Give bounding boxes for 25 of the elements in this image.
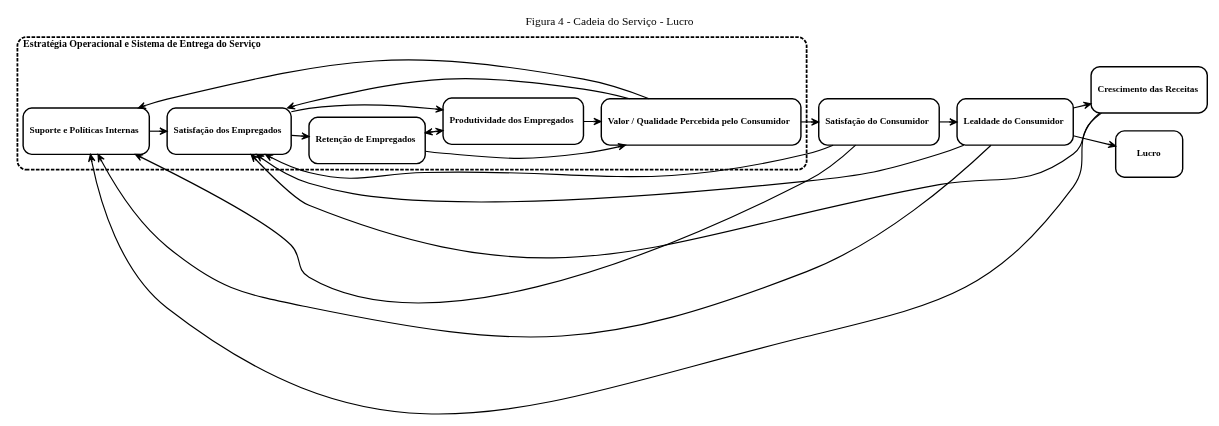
arrow xyxy=(290,103,444,113)
arrow xyxy=(88,111,1101,414)
arrow xyxy=(424,142,627,159)
node-box: Retenção de Empregados xyxy=(308,116,426,164)
arrow xyxy=(134,144,857,303)
node-box: Suporte e Políticas Internas xyxy=(22,106,151,155)
arrow xyxy=(1072,134,1117,148)
arrow xyxy=(290,131,310,140)
arrow xyxy=(286,77,631,109)
diagram-title: Figura 4 - Cadeia do Serviço - Lucro xyxy=(525,14,694,27)
arrow xyxy=(800,117,820,126)
node-box: Valor / Qualidade Percebida pelo Consumidor xyxy=(600,97,802,146)
arrow xyxy=(137,58,650,109)
arrow xyxy=(250,112,1102,258)
arrow xyxy=(264,144,834,179)
node-box: Satisfação dos Empregados xyxy=(166,106,292,155)
arrow xyxy=(97,144,992,338)
node-box: Crescimento das Receitas xyxy=(1090,65,1208,114)
arrow xyxy=(938,117,958,126)
node-box: Lealdade do Consumidor xyxy=(956,97,1074,146)
node-box: Satisfação do Consumidor xyxy=(818,97,940,146)
node-box: Lucro xyxy=(1114,129,1184,178)
node-box: Produtividade dos Empregados xyxy=(442,96,585,145)
arrow xyxy=(256,144,965,202)
arrow xyxy=(1072,101,1092,109)
